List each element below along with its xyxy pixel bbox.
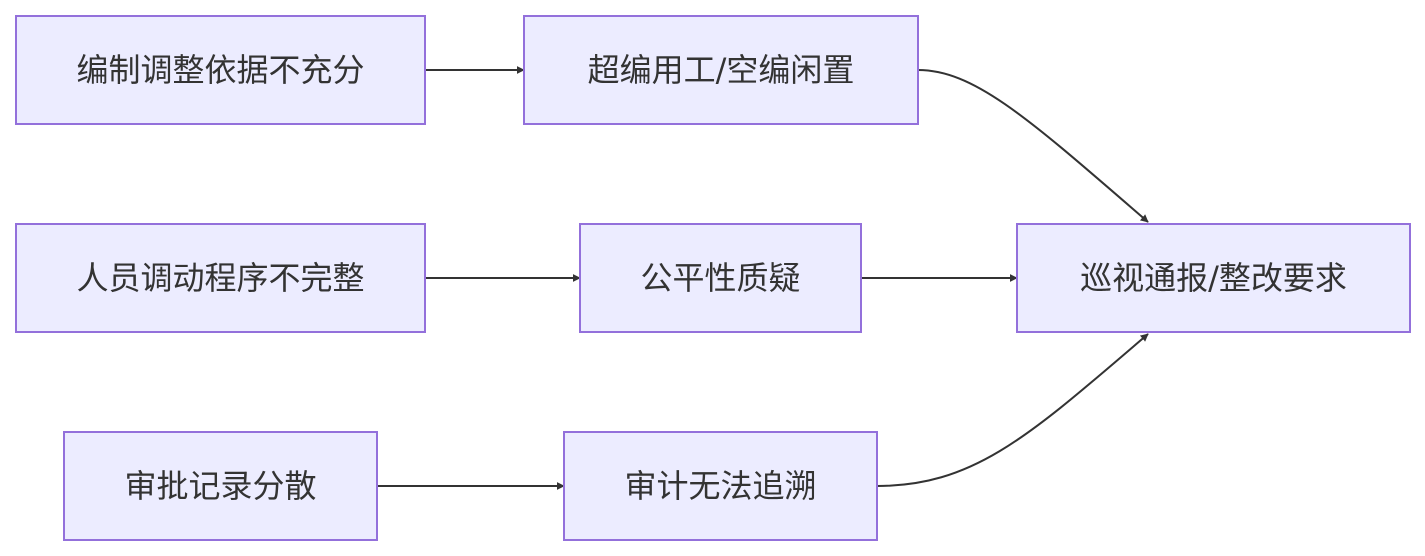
- edge-n6-n7: [876, 333, 1149, 487]
- node-label: 编制调整依据不充分: [76, 51, 364, 89]
- edges: [377, 66, 1149, 490]
- node-label: 审批记录分散: [124, 467, 316, 505]
- node-label: 巡视通报/整改要求: [1080, 259, 1347, 297]
- node-approval-records: 审批记录分散: [63, 431, 378, 541]
- node-label: 人员调动程序不完整: [76, 259, 364, 297]
- node-label: 公平性质疑: [640, 259, 800, 297]
- node-edit-basis: 编制调整依据不充分: [15, 15, 426, 125]
- node-label: 超编用工/空编闲置: [588, 51, 855, 89]
- node-fairness-question: 公平性质疑: [579, 223, 862, 333]
- node-box: [63, 431, 378, 541]
- node-overstaffing: 超编用工/空编闲置: [523, 15, 919, 125]
- node-box: [523, 15, 919, 125]
- node-box: [563, 431, 878, 541]
- node-box: [15, 223, 426, 333]
- node-box: [15, 15, 426, 125]
- node-box: [579, 223, 862, 333]
- node-transfer-procedure: 人员调动程序不完整: [15, 223, 426, 333]
- node-label: 审计无法追溯: [624, 467, 816, 505]
- node-audit-untraceable: 审计无法追溯: [563, 431, 878, 541]
- node-box: [1016, 223, 1411, 333]
- edge-n2-n7: [917, 69, 1149, 223]
- node-inspection-rectification: 巡视通报/整改要求: [1016, 223, 1411, 333]
